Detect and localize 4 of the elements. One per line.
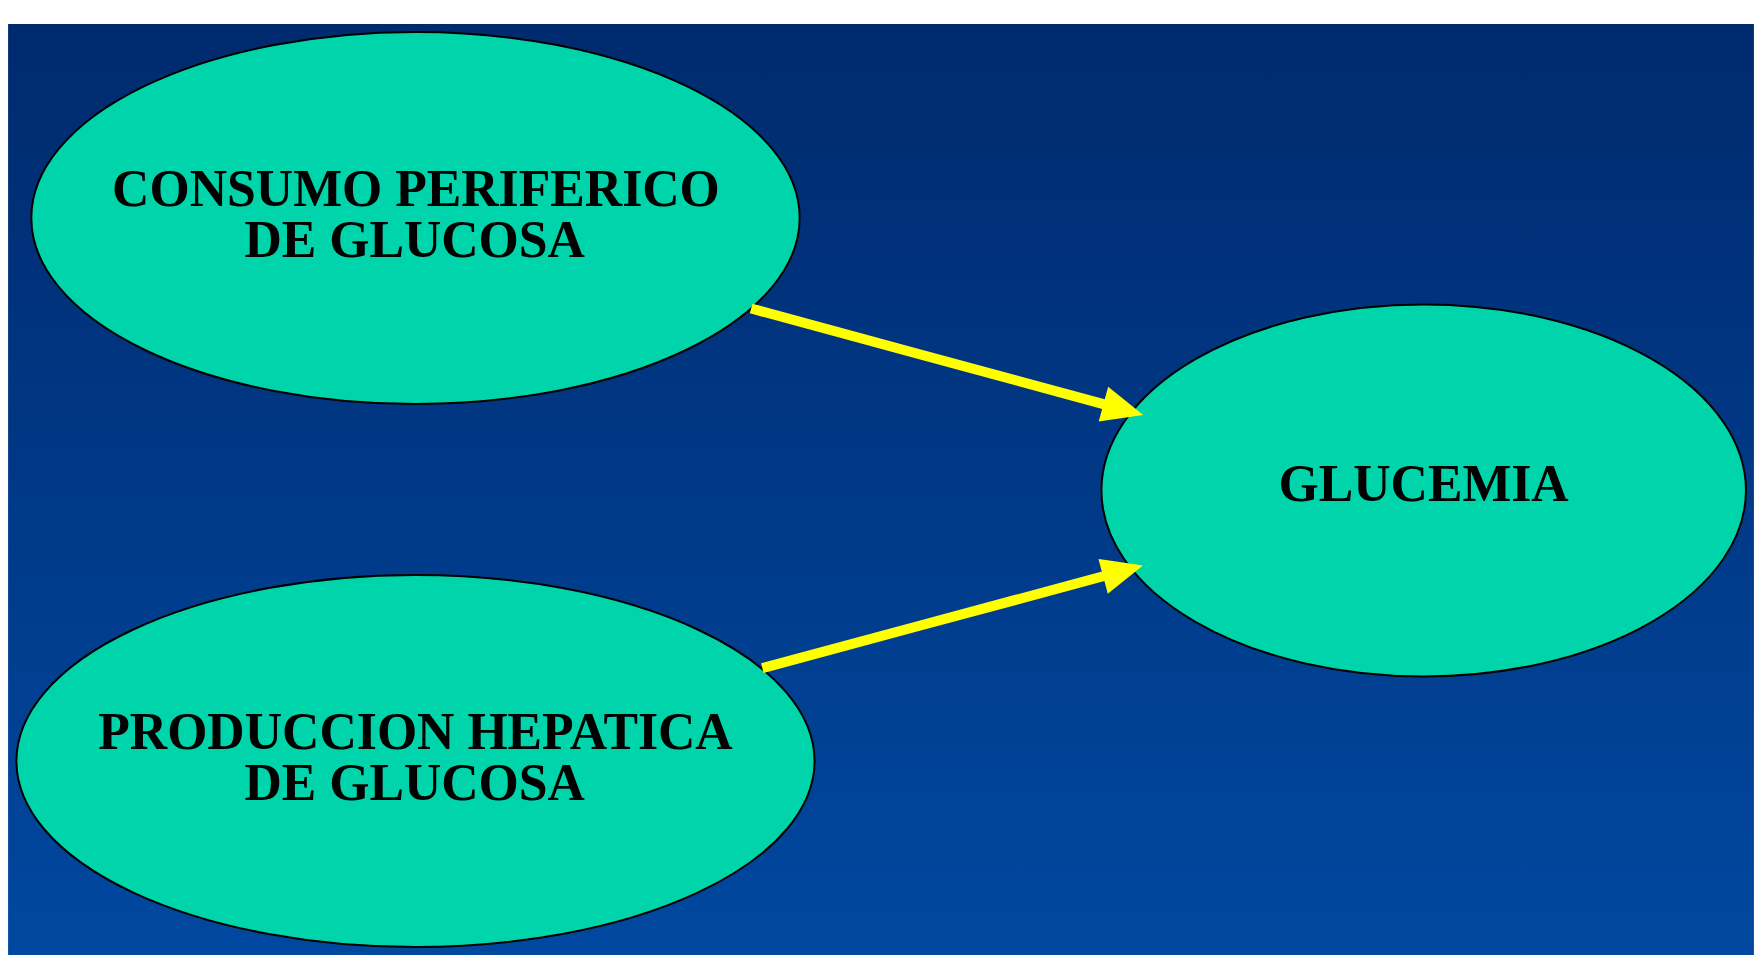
- arrow: [761, 558, 1143, 673]
- node-ellipse: CONSUMO PERIFERICO DE GLUCOSA: [30, 30, 801, 405]
- arrow: [749, 303, 1144, 422]
- node-ellipse: PRODUCCION HEPATICA DE GLUCOSA: [15, 573, 816, 948]
